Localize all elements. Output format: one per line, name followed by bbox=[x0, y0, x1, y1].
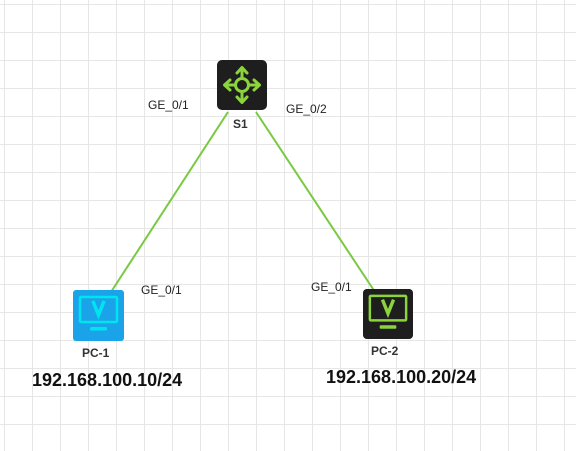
port-label-s1-ge0-1: GE_0/1 bbox=[148, 98, 189, 112]
link-s1-pc1[interactable] bbox=[110, 111, 229, 293]
pc-1-ip-address: 192.168.100.10/24 bbox=[32, 370, 183, 390]
switch-s1[interactable] bbox=[217, 60, 267, 110]
pc-1-label: PC-1 bbox=[82, 346, 110, 360]
monitor-v-icon bbox=[363, 289, 413, 339]
switch-arrows-icon bbox=[217, 60, 267, 110]
pc-1[interactable] bbox=[73, 290, 124, 341]
port-label-pc1-ge0-1: GE_0/1 bbox=[141, 283, 182, 297]
link-s1-pc2[interactable] bbox=[255, 111, 376, 293]
pc-2-ip-address: 192.168.100.20/24 bbox=[326, 367, 477, 387]
pc-2[interactable] bbox=[363, 289, 413, 339]
monitor-v-icon bbox=[73, 290, 124, 341]
pc-2-label: PC-2 bbox=[371, 344, 399, 358]
port-label-pc2-ge0-1: GE_0/1 bbox=[311, 280, 352, 294]
port-label-s1-ge0-2: GE_0/2 bbox=[286, 102, 327, 116]
switch-s1-label: S1 bbox=[233, 117, 248, 131]
